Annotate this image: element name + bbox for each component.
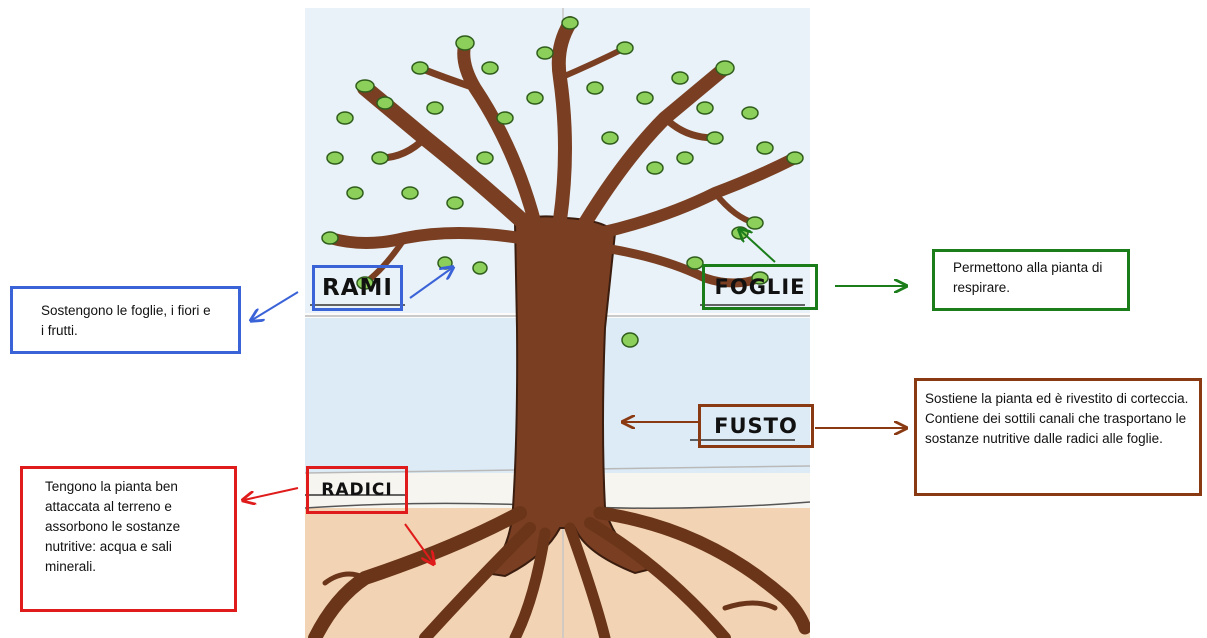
label-foglie: FOGLIE [702,264,818,310]
label-fusto: FUSTO [698,404,814,448]
label-rami: RAMI [312,265,403,311]
description-radici: Tengono la pianta ben attaccata al terre… [20,466,237,612]
description-rami: Sostengono le foglie, i fiori e i frutti… [10,286,241,354]
arrow-radici-to-box [244,487,299,500]
arrow-rami-to-box [252,291,299,320]
description-foglie: Permettono alla pianta di respirare. [932,249,1130,311]
tree-roots [308,506,810,638]
tree-illustration [305,8,810,638]
label-radici: RADICI [306,466,408,514]
description-fusto: Sostiene la pianta ed è rivestito di cor… [914,378,1202,496]
